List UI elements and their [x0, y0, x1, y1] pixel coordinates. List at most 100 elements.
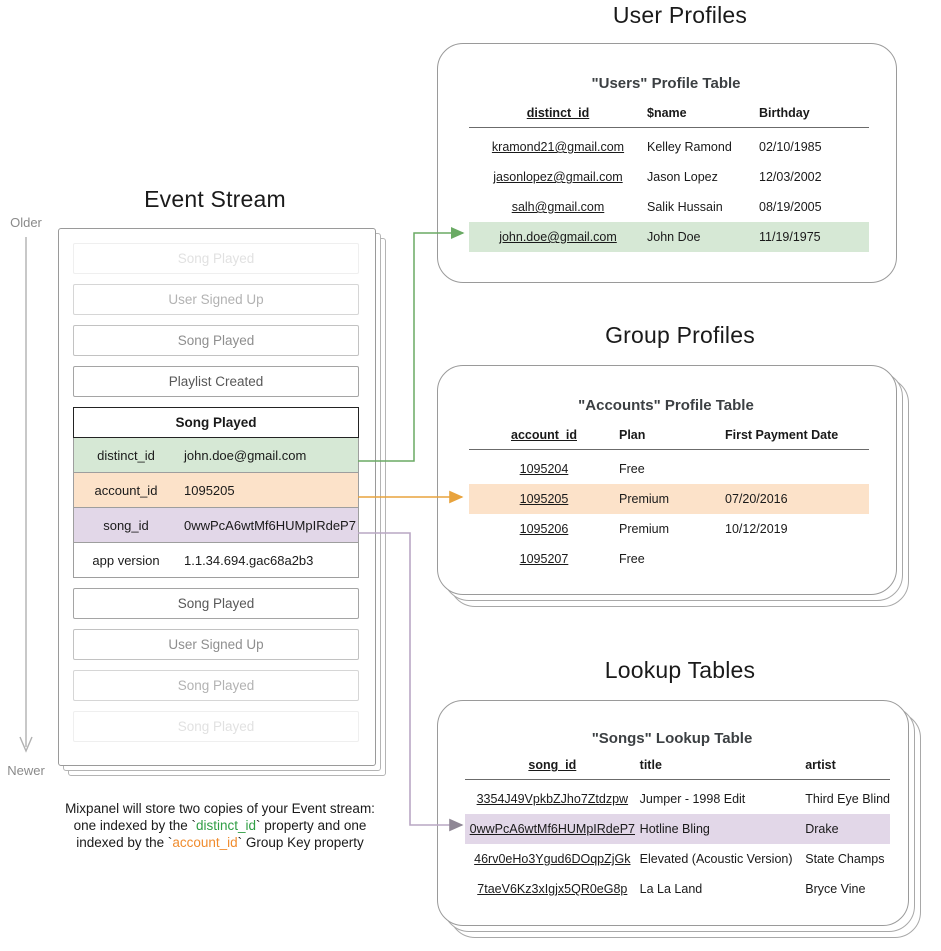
event-property-value: 1095205 [184, 482, 235, 498]
cell-song-id: 7taeV6Kz3xIgjx5QR0eG8p [477, 882, 628, 896]
cell-title: La La Land [639, 882, 703, 896]
event-property-value: 0wwPcA6wtMf6HUMpIRdeP7 [184, 517, 356, 533]
accounts-table-header-row: account_id Plan First Payment Date [469, 428, 869, 450]
users-table-title: "Users" Profile Table [591, 75, 741, 92]
event-property-value: john.doe@gmail.com [184, 447, 307, 463]
cell-distinct-id: salh@gmail.com [511, 200, 605, 214]
cell-plan: Free [619, 552, 645, 566]
accounts-col-first-payment-date: First Payment Date [725, 428, 839, 442]
accounts-table-title: "Accounts" Profile Table [578, 397, 754, 414]
cell-birthday: 02/10/1985 [759, 140, 822, 154]
cell-first-payment-date [725, 544, 869, 574]
table-row[interactable]: 1095206 Premium 10/12/2019 [469, 514, 869, 544]
section-title-lookup-tables: Lookup Tables [604, 657, 756, 683]
cell-birthday: 08/19/2005 [759, 200, 822, 214]
accounts-col-account-id: account_id [511, 428, 577, 442]
users-table-header-row: distinct_id $name Birthday [469, 106, 869, 128]
event-stream-stack-layer-1: Song Played User Signed Up Song Played P… [58, 228, 376, 766]
cell-artist: Drake [805, 814, 890, 844]
cell-name: Kelley Ramond [647, 140, 732, 154]
event-property-key: song_id [103, 517, 149, 533]
event-property-value: 1.1.34.694.gac68a2b3 [184, 552, 314, 568]
event-property-key: app version [92, 552, 160, 568]
cell-song-id: 3354J49VpkbZJho7Ztdzpw [476, 792, 629, 806]
cell-birthday: 11/19/1975 [759, 222, 869, 252]
event-item[interactable]: Song Played [73, 243, 359, 274]
cell-artist: Bryce Vine [805, 882, 866, 896]
table-row[interactable]: kramond21@gmail.com Kelley Ramond 02/10/… [469, 128, 869, 163]
cell-plan: Premium [619, 484, 725, 514]
caption-line-2-part-b: ` property and one [256, 818, 367, 833]
table-row[interactable]: 7taeV6Kz3xIgjx5QR0eG8p La La Land Bryce … [465, 874, 890, 904]
cell-title: Hotline Bling [639, 814, 806, 844]
event-property-row[interactable]: app version 1.1.34.694.gac68a2b3 [73, 543, 359, 578]
cell-first-payment-date: 07/20/2016 [725, 484, 869, 514]
section-title-user-profiles: User Profiles [612, 2, 748, 28]
users-col-birthday: Birthday [759, 106, 810, 120]
event-item[interactable]: Song Played [73, 588, 359, 619]
table-row[interactable]: salh@gmail.com Salik Hussain 08/19/2005 [469, 192, 869, 222]
cell-birthday: 12/03/2002 [759, 170, 822, 184]
cell-distinct-id: kramond21@gmail.com [491, 140, 625, 154]
users-table: distinct_id $name Birthday kramond21@gma… [469, 106, 869, 252]
event-property-row[interactable]: song_id 0wwPcA6wtMf6HUMpIRdeP7 [73, 508, 359, 543]
cell-song-id: 0wwPcA6wtMf6HUMpIRdeP7 [465, 814, 640, 844]
cell-account-id: 1095207 [519, 552, 569, 566]
event-property-row[interactable]: distinct_id john.doe@gmail.com [73, 438, 359, 473]
caption-line-1: Mixpanel will store two copies of your E… [65, 801, 375, 816]
event-item[interactable]: User Signed Up [73, 284, 359, 315]
caption-text: Mixpanel will store two copies of your E… [30, 800, 410, 851]
cell-plan: Free [619, 462, 645, 476]
users-col-name: $name [647, 106, 687, 120]
event-item[interactable]: Song Played [73, 325, 359, 356]
table-row-highlighted[interactable]: john.doe@gmail.com John Doe 11/19/1975 [469, 222, 869, 252]
accounts-table: account_id Plan First Payment Date 10952… [469, 428, 869, 574]
table-row[interactable]: 3354J49VpkbZJho7Ztdzpw Jumper - 1998 Edi… [465, 780, 890, 815]
accounts-profile-table-card: "Accounts" Profile Table account_id Plan… [437, 365, 937, 615]
table-row-highlighted[interactable]: 1095205 Premium 07/20/2016 [469, 484, 869, 514]
songs-col-title: title [639, 758, 662, 772]
songs-card-layer-1 [437, 700, 909, 926]
section-title-group-profiles: Group Profiles [605, 322, 755, 348]
timeline-arrow-icon [19, 237, 33, 753]
timeline-older-newer: Older Newer [0, 215, 62, 785]
table-row[interactable]: 46rv0eHo3Ygud6DOqpZjGk Elevated (Acousti… [465, 844, 890, 874]
users-profile-table-card: "Users" Profile Table distinct_id $name … [437, 43, 937, 288]
table-row-highlighted[interactable]: 0wwPcA6wtMf6HUMpIRdeP7 Hotline Bling Dra… [465, 814, 890, 844]
table-row[interactable]: 1095204 Free [469, 450, 869, 485]
cell-distinct-id: john.doe@gmail.com [469, 222, 647, 252]
cell-first-payment-date [725, 450, 869, 485]
songs-col-song-id: song_id [528, 758, 577, 772]
cell-name: John Doe [647, 222, 759, 252]
cell-account-id: 1095204 [519, 462, 569, 476]
timeline-newer-label: Newer [7, 763, 45, 778]
event-item[interactable]: Song Played [73, 711, 359, 742]
cell-plan: Premium [619, 522, 670, 536]
accounts-col-plan: Plan [619, 428, 646, 442]
cell-first-payment-date: 10/12/2019 [725, 522, 788, 536]
event-item[interactable]: Song Played [73, 670, 359, 701]
table-row[interactable]: jasonlopez@gmail.com Jason Lopez 12/03/2… [469, 162, 869, 192]
event-stream-card: Song Played User Signed Up Song Played P… [58, 228, 394, 784]
event-item[interactable]: User Signed Up [73, 629, 359, 660]
cell-title: Jumper - 1998 Edit [639, 792, 746, 806]
accounts-card-layer-1 [437, 365, 897, 595]
table-row[interactable]: 1095207 Free [469, 544, 869, 574]
cell-account-id: 1095206 [519, 522, 569, 536]
cell-account-id: 1095205 [469, 484, 619, 514]
cell-name: Salik Hussain [647, 200, 723, 214]
cell-title: Elevated (Acoustic Version) [639, 852, 793, 866]
event-item[interactable]: Playlist Created [73, 366, 359, 397]
event-property-key: account_id [94, 482, 158, 498]
caption-line-3-part-a: indexed by the ` [76, 835, 173, 850]
caption-account-id-key: account_id [172, 835, 238, 850]
cell-distinct-id: jasonlopez@gmail.com [493, 170, 623, 184]
event-stream-title: Event Stream [144, 186, 286, 212]
focused-event[interactable]: Song Played distinct_id john.doe@gmail.c… [73, 407, 359, 578]
event-property-row[interactable]: account_id 1095205 [73, 473, 359, 508]
event-list: Song Played User Signed Up Song Played P… [73, 243, 359, 752]
songs-lookup-table-card: "Songs" Lookup Table song_id title artis… [437, 700, 937, 948]
songs-table: song_id title artist 3354J49VpkbZJho7Ztd… [465, 758, 890, 904]
songs-table-title: "Songs" Lookup Table [591, 730, 753, 747]
songs-table-header-row: song_id title artist [465, 758, 890, 780]
